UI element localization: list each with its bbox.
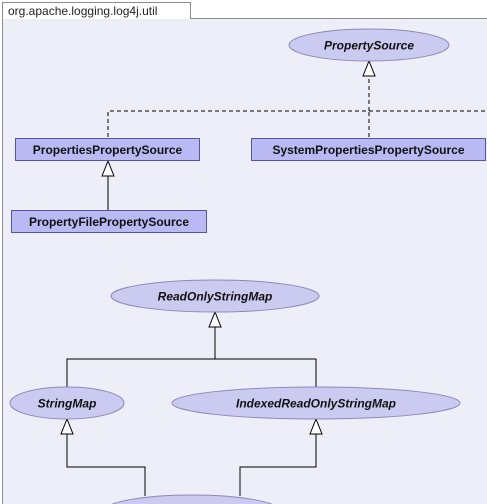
node-indexed-read-only-string-map[interactable]: IndexedReadOnlyStringMap xyxy=(171,386,461,420)
implements-arrowhead xyxy=(362,59,376,77)
edge-propertyfile-to-properties xyxy=(101,159,115,210)
node-read-only-string-map[interactable]: ReadOnlyStringMap xyxy=(110,279,320,313)
package-tab[interactable]: org.apache.logging.log4j.util xyxy=(2,2,191,19)
node-string-map[interactable]: StringMap xyxy=(9,386,125,420)
node-property-source[interactable]: PropertySource xyxy=(288,28,450,62)
edge-bottom-to-stringmap xyxy=(60,417,146,496)
edge-properties-to-propertysource xyxy=(107,110,369,137)
node-label: IndexedReadOnlyStringMap xyxy=(236,397,396,411)
node-label: StringMap xyxy=(38,397,97,411)
node-properties-property-source[interactable]: PropertiesPropertySource xyxy=(15,138,200,161)
edge-stringmaps-to-readonlystringmap xyxy=(66,310,317,391)
node-label: ReadOnlyStringMap xyxy=(158,290,273,304)
node-label: SystemPropertiesPropertySource xyxy=(272,143,464,157)
edge-system-to-propertysource xyxy=(368,110,487,137)
diagram-panel xyxy=(2,18,487,504)
node-label: PropertyFilePropertySource xyxy=(29,215,189,229)
extends-arrowhead xyxy=(309,417,323,435)
node-system-properties-property-source[interactable]: SystemPropertiesPropertySource xyxy=(251,138,486,161)
extends-arrowhead xyxy=(60,417,74,435)
node-property-file-property-source[interactable]: PropertyFilePropertySource xyxy=(11,210,207,233)
edge-bottom-to-indexed xyxy=(239,417,323,496)
extends-arrowhead xyxy=(208,310,222,328)
node-label: PropertySource xyxy=(324,39,414,53)
node-label: PropertiesPropertySource xyxy=(33,143,183,157)
node-partial-bottom[interactable] xyxy=(104,494,280,504)
extends-arrowhead xyxy=(101,159,115,177)
edge-propertysource-trunk xyxy=(362,59,376,111)
